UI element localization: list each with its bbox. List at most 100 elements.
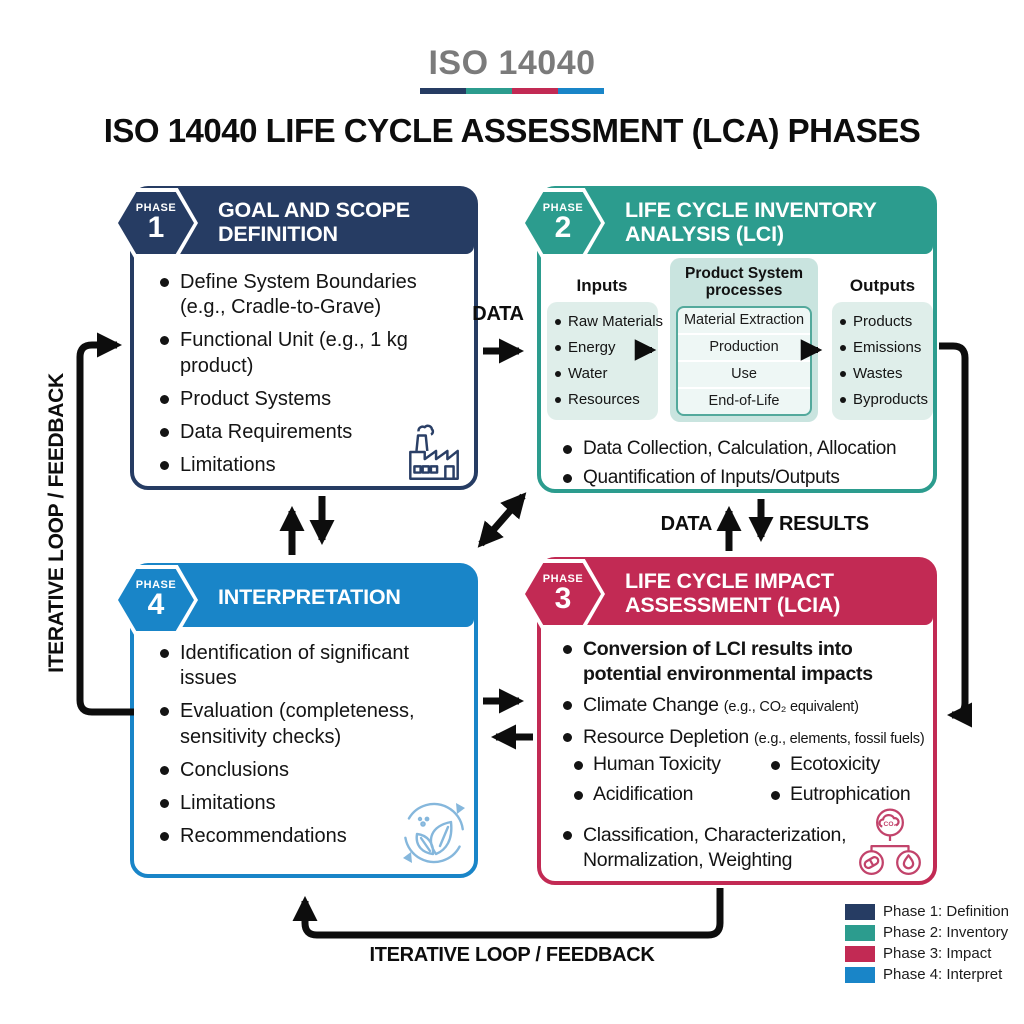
underline-seg-crimson — [512, 88, 558, 94]
output-item: Emissions — [838, 335, 929, 361]
bullet-item: Product Systems — [156, 387, 461, 412]
phase1-title: GOAL AND SCOPE DEFINITION — [218, 197, 410, 246]
pair-row: Human Toxicity Ecotoxicity — [571, 753, 931, 776]
underline-seg-navy — [420, 88, 466, 94]
legend-label: Phase 3: Impact — [883, 945, 992, 962]
bullet-item: Conclusions — [156, 758, 456, 783]
legend-row: Phase 4: Interpret — [845, 964, 1009, 985]
process-row: Material Extraction — [683, 311, 805, 328]
bullet-item: Recommendations — [156, 824, 456, 849]
arrow-left-loop — [76, 332, 134, 716]
impact-note: (e.g., CO₂ equivalent) — [723, 699, 859, 716]
phase3-footer-list: Classification, Characterization, Normal… — [559, 823, 859, 879]
factory-icon — [409, 424, 459, 480]
output-item: Products — [838, 309, 929, 335]
co2-impact-icon: CO₂ — [859, 808, 921, 875]
arrow-bottom-loop — [292, 888, 724, 939]
input-item: Energy — [553, 335, 654, 361]
underline-seg-teal — [466, 88, 512, 94]
phase4-title: INTERPRETATION — [218, 584, 401, 609]
inputs-header: Inputs — [576, 276, 628, 295]
phase1-bullet-list: Define System Boundaries (e.g., Cradle-t… — [156, 270, 461, 486]
phase2-header: LIFE CYCLE INVENTORY ANALYSIS (LCI) — [541, 190, 933, 254]
results-label: RESULTS — [779, 513, 869, 535]
legend: Phase 1: Definition Phase 2: Inventory P… — [845, 901, 1009, 985]
pair-item: Ecotoxicity — [768, 753, 880, 776]
outputs-box: Products Emissions Wastes Byproducts — [832, 302, 933, 420]
data-label-p1-p2: DATA — [472, 303, 524, 325]
legend-label: Phase 4: Interpret — [883, 966, 1003, 983]
bullet-item: Identification of significant issues — [156, 641, 456, 691]
phase4-badge: PHASE 4 — [114, 565, 198, 635]
badge-word: PHASE — [542, 573, 584, 586]
bullet-item: Climate Change (e.g., CO₂ equivalent) — [559, 693, 929, 718]
badge-number: 4 — [147, 588, 165, 622]
badge-word: PHASE — [135, 579, 177, 592]
phase3-header: LIFE CYCLE IMPACT ASSESSMENT (LCIA) — [541, 561, 933, 625]
input-item: Raw Materials — [553, 309, 663, 335]
badge-number: 2 — [554, 211, 572, 245]
pair-item: Human Toxicity — [571, 753, 768, 776]
page-title: ISO 14040 LIFE CYCLE ASSESSMENT (LCA) PH… — [103, 112, 921, 149]
impact-note: (e.g., elements, fossil fuels) — [754, 730, 925, 747]
outputs-header: Outputs — [849, 276, 916, 295]
bullet-item: Classification, Characterization, Normal… — [559, 823, 859, 872]
pair-row: Acidification Eutrophication — [571, 783, 931, 806]
outputs-list: Products Emissions Wastes Byproducts — [838, 309, 929, 413]
phase4-bullet-list: Identification of significant issues Eva… — [156, 641, 456, 857]
process-header: Product System processes — [684, 265, 803, 300]
iterative-loop-bottom-label: ITERATIVE LOOP / FEEDBACK — [369, 944, 655, 966]
badge-number: 3 — [554, 582, 572, 616]
phase2-badge: PHASE 2 — [521, 188, 605, 258]
arrow-right-loop — [939, 342, 973, 728]
process-row: Use — [678, 359, 810, 387]
underline-seg-blue — [558, 88, 604, 94]
bullet-item: Quantification of Inputs/Outputs — [559, 466, 934, 490]
process-box: Product System processes Material Extrac… — [670, 258, 818, 422]
kicker-underline — [420, 88, 604, 94]
bullet-item: Evaluation (completeness, sensitivity ch… — [156, 699, 456, 749]
legend-row: Phase 1: Definition — [845, 901, 1009, 922]
standard-kicker: ISO 14040 — [428, 44, 596, 82]
iterative-loop-left-label: ITERATIVE LOOP / FEEDBACK — [45, 373, 68, 673]
pair-item: Acidification — [571, 783, 768, 806]
output-item: Byproducts — [838, 387, 929, 413]
pair-item: Eutrophication — [768, 783, 911, 806]
phase1-box: PHASE 1 GOAL AND SCOPE DEFINITION Define… — [114, 186, 478, 490]
process-row: Production — [678, 332, 810, 360]
phase2-box: PHASE 2 LIFE CYCLE INVENTORY ANALYSIS (L… — [521, 186, 937, 495]
legend-swatch-phase4 — [845, 966, 875, 983]
impact-text: Resource Depletion — [583, 725, 749, 748]
leaf-recycle-icon — [403, 802, 465, 864]
legend-row: Phase 3: Impact — [845, 943, 1009, 964]
input-item: Resources — [553, 387, 654, 413]
legend-swatch-phase3 — [845, 945, 875, 962]
phase3-bullet-list: Conversion of LCI results into potential… — [559, 637, 929, 756]
svg-text:CO₂: CO₂ — [884, 821, 897, 828]
bullet-item: Define System Boundaries (e.g., Cradle-t… — [156, 270, 461, 320]
badge-number: 1 — [147, 211, 165, 245]
output-item: Wastes — [838, 361, 929, 387]
process-row: End-of-Life — [678, 386, 810, 414]
legend-row: Phase 2: Inventory — [845, 922, 1009, 943]
legend-swatch-phase1 — [845, 903, 875, 920]
bullet-item: Resource Depletion (e.g., elements, foss… — [559, 725, 929, 750]
phase2-bullet-list: Data Collection, Calculation, Allocation… — [559, 437, 934, 495]
legend-swatch-phase2 — [845, 924, 875, 941]
inputs-box: Raw Materials Energy Water Resources — [547, 302, 663, 420]
phase1-badge: PHASE 1 — [114, 188, 198, 258]
inputs-list: Raw Materials Energy Water Resources — [553, 309, 663, 413]
badge-word: PHASE — [542, 202, 584, 215]
bullet-item: Data Requirements — [156, 420, 461, 445]
bullet-item: Functional Unit (e.g., 1 kg product) — [156, 328, 461, 378]
phase3-title: LIFE CYCLE IMPACT ASSESSMENT (LCIA) — [625, 568, 841, 617]
bullet-item: Data Collection, Calculation, Allocation — [559, 437, 934, 461]
badge-word: PHASE — [135, 202, 177, 215]
phase2-title: LIFE CYCLE INVENTORY ANALYSIS (LCI) — [625, 197, 877, 246]
bullet-item: Conversion of LCI results into potential… — [559, 637, 929, 686]
phase4-box: PHASE 4 INTERPRETATION Identification of… — [114, 563, 478, 878]
process-rows: Material Extraction Production Use End-o… — [676, 305, 812, 416]
bullet-item: Limitations — [156, 453, 461, 478]
legend-label: Phase 2: Inventory — [883, 924, 1009, 941]
